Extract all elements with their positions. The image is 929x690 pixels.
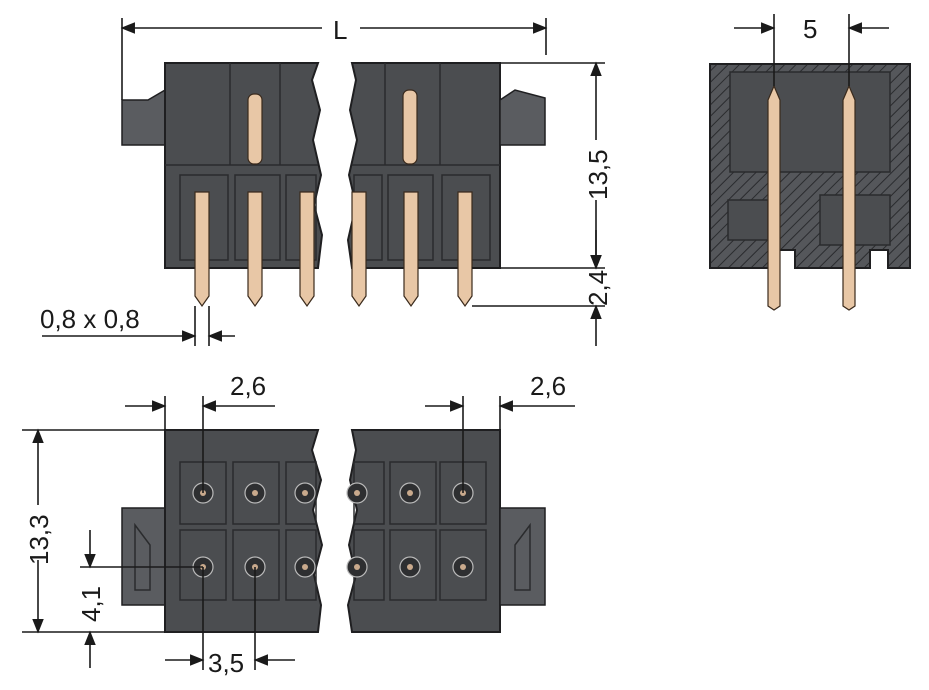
dim-height-bottom: 13,3	[22, 428, 165, 634]
label-pitch-right: 2,6	[530, 371, 566, 401]
label-offset: 4,1	[76, 586, 106, 622]
dim-offset: 4,1	[76, 530, 203, 668]
dim-pitch: 5	[734, 14, 889, 86]
front-view	[121, 62, 546, 308]
dim-height-top: 13,5 2,4	[472, 61, 613, 346]
label-pin-section: 0,8 x 0,8	[40, 304, 140, 334]
dim-length: L	[120, 15, 548, 100]
dim-pin-section: 0,8 x 0,8	[40, 304, 235, 346]
label-pitch: 5	[803, 14, 817, 44]
label-spacing: 3,5	[208, 648, 244, 678]
side-view	[709, 63, 911, 311]
dim-pitch-left: 2,6	[125, 371, 275, 493]
dim-pitch-right: 2,6	[425, 371, 575, 493]
label-length: L	[333, 15, 347, 45]
label-pitch-left: 2,6	[230, 371, 266, 401]
label-height-top: 13,5	[583, 149, 613, 200]
dim-spacing: 3,5	[165, 567, 295, 678]
label-height-bottom: 13,3	[24, 514, 54, 565]
bottom-view	[121, 429, 546, 633]
label-pin-below: 2,4	[583, 270, 613, 306]
